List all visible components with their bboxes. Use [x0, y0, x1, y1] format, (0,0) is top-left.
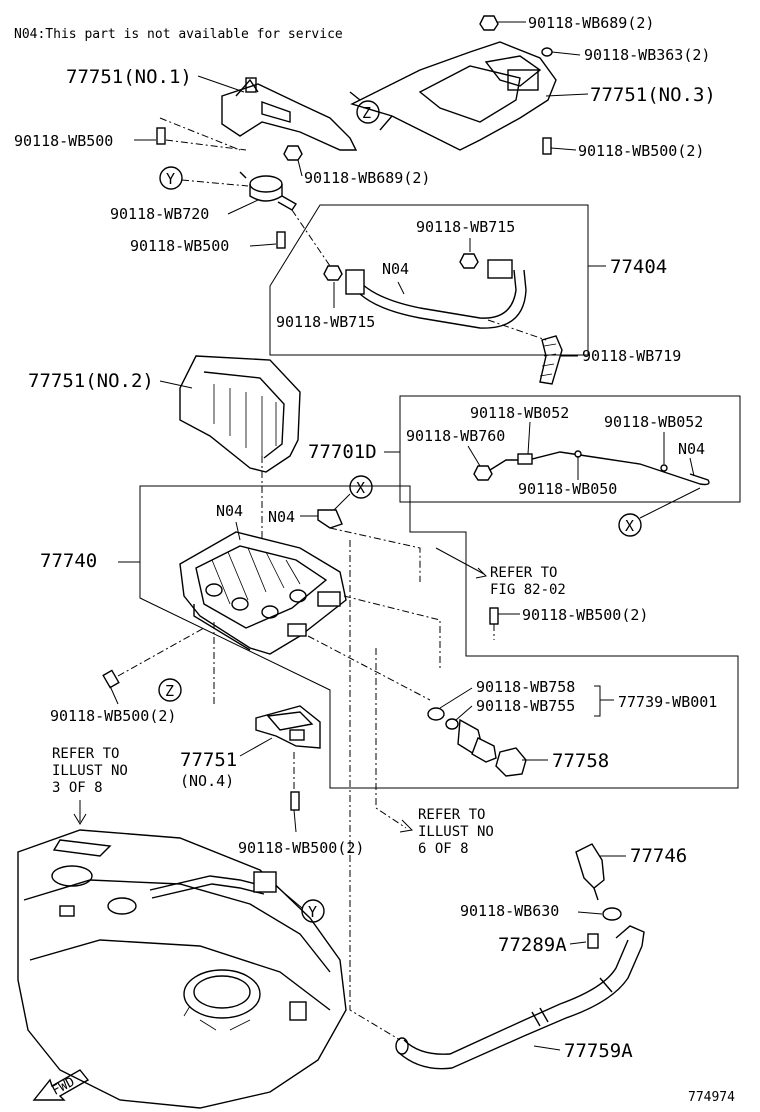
- label-wb500-no4: 90118-WB500(2): [238, 839, 364, 857]
- filler-hose: [395, 925, 645, 1070]
- label-wb500-left: 90118-WB500: [14, 132, 113, 150]
- label-77758: 77758: [552, 750, 609, 772]
- callout-x-canister: X: [356, 479, 365, 497]
- refer3-b: ILLUST NO: [52, 763, 128, 779]
- label-77404: 77404: [610, 256, 667, 278]
- label-n04-cable: N04: [678, 440, 705, 458]
- fitting-group: [427, 707, 527, 777]
- label-wb715-bot: 90118-WB715: [276, 313, 375, 331]
- label-77751-no2: 77751(NO.2): [28, 370, 154, 392]
- label-wb500-left2: 90118-WB500(2): [50, 707, 176, 725]
- label-n04-can2: N04: [268, 508, 295, 526]
- label-n04-can1: N04: [216, 502, 243, 520]
- bracket-no3: [349, 41, 557, 151]
- fwd-arrow: FWD: [32, 1069, 90, 1101]
- label-wb363: 90118-WB363(2): [584, 46, 710, 64]
- refer6-c: 6 OF 8: [418, 841, 469, 857]
- label-77751-no4-b: (NO.4): [180, 772, 234, 790]
- label-wb052-b: 90118-WB052: [604, 413, 703, 431]
- callout-y-top: Y: [166, 170, 175, 188]
- shield-no2: [179, 355, 301, 473]
- label-wb500-can: 90118-WB500(2): [522, 606, 648, 624]
- label-77751-no4-a: 77751: [180, 749, 237, 771]
- label-77740: 77740: [40, 550, 97, 572]
- label-wb052-a: 90118-WB052: [470, 404, 569, 422]
- label-wb689-mid: 90118-WB689(2): [304, 169, 430, 187]
- label-wb715-top: 90118-WB715: [416, 218, 515, 236]
- label-77289a: 77289A: [498, 934, 567, 956]
- label-wb050: 90118-WB050: [518, 480, 617, 498]
- refer3-a: REFER TO: [52, 746, 119, 762]
- callout-x-right: X: [625, 517, 634, 535]
- cable-77701d: [473, 450, 710, 486]
- label-wb500-right: 90118-WB500(2): [578, 142, 704, 160]
- frame-77740: [139, 485, 739, 789]
- label-wb760: 90118-WB760: [406, 427, 505, 445]
- label-wb689-top: 90118-WB689(2): [528, 14, 654, 32]
- valve-77746: [575, 843, 605, 901]
- frame-77701d: [399, 395, 741, 503]
- canister-77740: [179, 531, 347, 655]
- frame-77404: [269, 204, 589, 356]
- diagram-id: 774974: [688, 1090, 735, 1105]
- label-77751-no3: 77751(NO.3): [590, 84, 716, 106]
- callout-z-left: Z: [165, 682, 174, 700]
- callout-z-top: Z: [362, 104, 371, 122]
- label-77751-no1: 77751(NO.1): [66, 66, 192, 88]
- svg-text:FWD: FWD: [50, 1074, 78, 1098]
- label-77759a: 77759A: [564, 1040, 633, 1062]
- label-77701d: 77701D: [308, 441, 377, 463]
- refer-fig-b: FIG 82-02: [490, 582, 566, 598]
- bracket-no4: [255, 705, 321, 749]
- label-77739: 77739-WB001: [618, 693, 717, 711]
- bracket-no1: [221, 77, 358, 151]
- refer3-c: 3 OF 8: [52, 780, 103, 796]
- label-wb719: 90118-WB719: [582, 347, 681, 365]
- label-wb755: 90118-WB755: [476, 697, 575, 715]
- callout-y-tank: Y: [308, 903, 317, 921]
- service-note: N04:This part is not available for servi…: [14, 27, 343, 42]
- label-wb758: 90118-WB758: [476, 678, 575, 696]
- label-wb720: 90118-WB720: [110, 205, 209, 223]
- refer6-a: REFER TO: [418, 807, 485, 823]
- valve-wb720: [239, 171, 297, 211]
- label-wb630: 90118-WB630: [460, 902, 559, 920]
- clip-wb719: [539, 335, 563, 385]
- refer-fig-a: REFER TO: [490, 565, 557, 581]
- hose-77404: [345, 259, 527, 329]
- label-77746: 77746: [630, 845, 687, 867]
- label-n04-hose: N04: [382, 260, 409, 278]
- refer6-b: ILLUST NO: [418, 824, 494, 840]
- fuel-tank: [17, 829, 347, 1109]
- label-wb500-mid: 90118-WB500: [130, 237, 229, 255]
